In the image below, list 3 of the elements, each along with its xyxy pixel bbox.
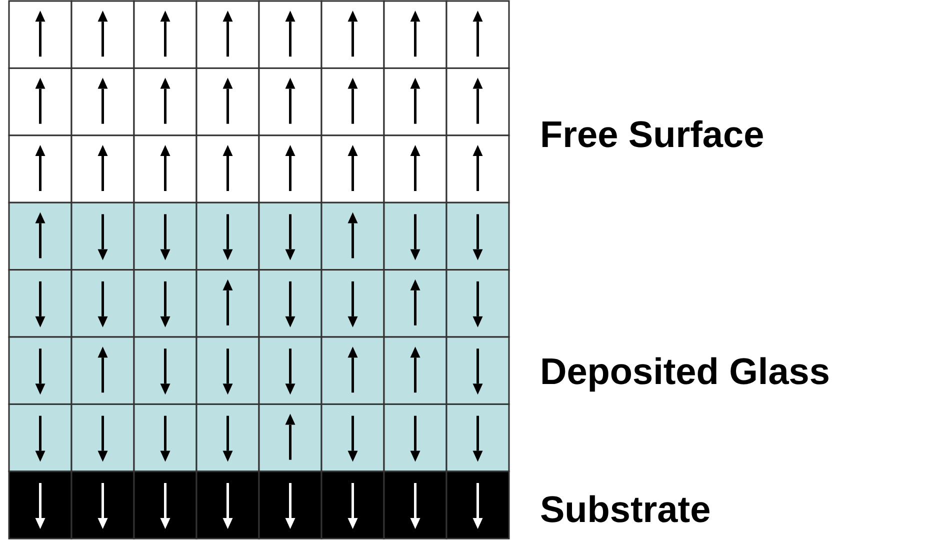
layer-label: Substrate: [540, 489, 711, 531]
layer-label: Free Surface: [540, 114, 764, 156]
layer-label: Deposited Glass: [540, 351, 830, 393]
